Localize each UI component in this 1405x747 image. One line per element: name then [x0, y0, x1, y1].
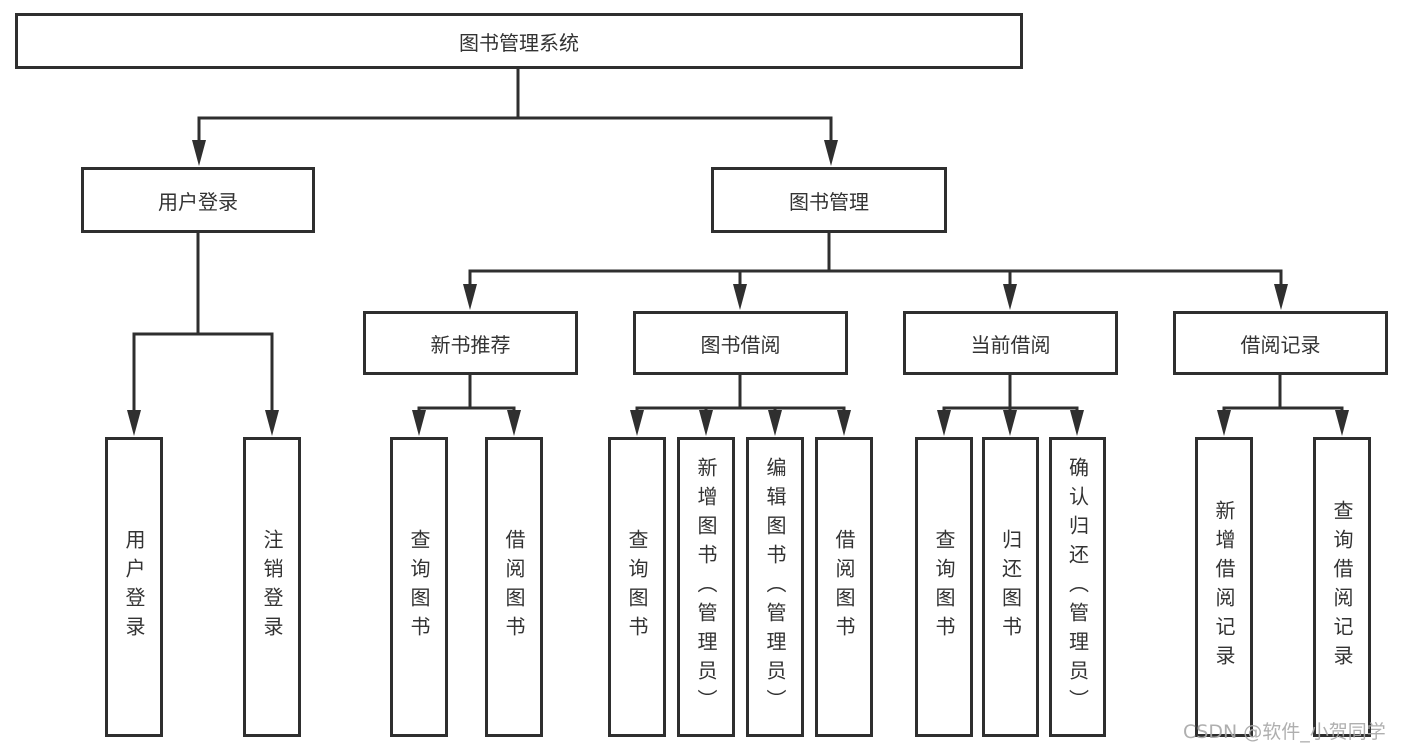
node-confirm-return-admin: 确认归还（管理员）	[1049, 437, 1106, 737]
arrowhead	[192, 140, 206, 166]
arrowhead	[1003, 410, 1017, 436]
node-logout: 注销登录	[243, 437, 301, 737]
arrowhead	[699, 410, 713, 436]
arrowhead	[733, 284, 747, 310]
connector-root	[197, 69, 833, 144]
node-book-management: 图书管理	[711, 167, 947, 233]
node-add-book-admin: 新增图书（管理员）	[677, 437, 735, 737]
node-book-borrow: 图书借阅	[633, 311, 848, 375]
connector-current-borrow	[942, 375, 1079, 413]
node-borrow-records: 借阅记录	[1173, 311, 1388, 375]
arrowhead	[127, 410, 141, 436]
node-edit-book-admin: 编辑图书（管理员）	[746, 437, 804, 737]
node-query-books-recommend: 查询图书	[390, 437, 448, 737]
arrowhead	[265, 410, 279, 436]
arrowhead	[1217, 410, 1231, 436]
arrowhead	[1335, 410, 1349, 436]
node-borrow-books-recommend: 借阅图书	[485, 437, 543, 737]
node-query-books-borrow: 查询图书	[608, 437, 666, 737]
node-current-borrow: 当前借阅	[903, 311, 1118, 375]
connector-book-borrow	[635, 375, 846, 413]
arrowhead	[463, 284, 477, 310]
arrowhead	[412, 410, 426, 436]
node-query-books-current: 查询图书	[915, 437, 973, 737]
arrowhead	[507, 410, 521, 436]
node-borrow-books-leaf: 借阅图书	[815, 437, 873, 737]
node-query-borrow-record: 查询借阅记录	[1313, 437, 1371, 737]
arrowhead	[937, 410, 951, 436]
node-user-login: 用户登录	[81, 167, 315, 233]
connector-new-book	[417, 375, 516, 413]
arrowhead	[1274, 284, 1288, 310]
node-user-login-leaf: 用户登录	[105, 437, 163, 737]
arrowhead	[1070, 410, 1084, 436]
arrowhead	[837, 410, 851, 436]
node-root: 图书管理系统	[15, 13, 1023, 69]
connector-borrow-records	[1222, 375, 1344, 413]
connector-user-login	[132, 233, 274, 412]
arrowhead	[630, 410, 644, 436]
arrowhead	[1003, 284, 1017, 310]
watermark: CSDN @软件_小贺同学	[1183, 721, 1386, 743]
arrowhead	[768, 410, 782, 436]
node-add-borrow-record: 新增借阅记录	[1195, 437, 1253, 737]
connector-book-management	[468, 233, 1283, 287]
node-new-book-recommend: 新书推荐	[363, 311, 578, 375]
arrowhead	[824, 140, 838, 166]
node-return-books: 归还图书	[982, 437, 1039, 737]
